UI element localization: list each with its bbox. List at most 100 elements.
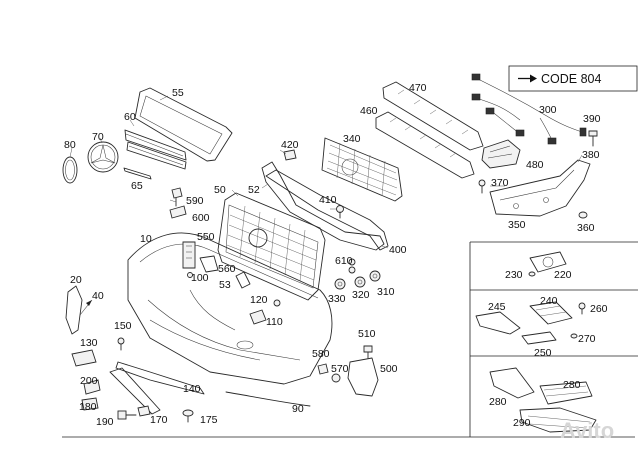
- clip-150: [117, 337, 125, 351]
- label-245: 245: [488, 301, 506, 313]
- leader-lines: [69, 95, 583, 249]
- label-240: 240: [540, 295, 558, 307]
- trim-strip-65: [123, 167, 152, 180]
- label-510: 510: [358, 328, 376, 340]
- clip-510: [363, 345, 373, 359]
- part-180: [81, 397, 99, 411]
- arrow-40: [79, 299, 93, 316]
- clip-410: [336, 205, 344, 219]
- label-53: 53: [219, 279, 231, 291]
- screw-260: [578, 302, 586, 315]
- cover-110: [249, 309, 267, 325]
- label-100: 100: [191, 272, 209, 284]
- label-310: 310: [377, 286, 395, 298]
- label-500: 500: [380, 363, 398, 375]
- clip-580: [317, 363, 329, 375]
- label-260: 260: [590, 303, 608, 315]
- label-10: 10: [140, 233, 152, 245]
- sensor-610: [348, 258, 356, 274]
- clip-360: [578, 211, 588, 219]
- label-55: 55: [172, 87, 184, 99]
- label-65: 65: [131, 180, 143, 192]
- clip-600: [169, 205, 187, 219]
- star-emblem-70: [87, 141, 119, 173]
- lower-spoiler-140: [109, 361, 205, 415]
- label-130: 130: [80, 337, 98, 349]
- label-590: 590: [186, 195, 204, 207]
- sport-grille-340: [321, 137, 403, 202]
- label-400: 400: [389, 244, 407, 256]
- trim-strip-90: [225, 391, 311, 407]
- cover-245: [475, 311, 521, 335]
- clip-100: [187, 272, 193, 278]
- label-570: 570: [331, 363, 349, 375]
- screw-190: [117, 410, 137, 420]
- clip-230: [528, 271, 536, 277]
- label-40: 40: [92, 290, 104, 302]
- upper-carrier-400: [265, 169, 389, 251]
- label-550: 550: [197, 231, 215, 243]
- emblem-80: [62, 156, 78, 184]
- label-250: 250: [534, 347, 552, 359]
- clip-420: [283, 149, 297, 161]
- bumper-cover-10: [127, 232, 333, 385]
- label-280-left: 280: [489, 396, 507, 408]
- label-470: 470: [409, 82, 427, 94]
- detail-panels: [469, 241, 638, 437]
- label-80: 80: [64, 139, 76, 151]
- label-190: 190: [96, 416, 114, 428]
- bracket-500: [347, 357, 379, 397]
- label-480: 480: [526, 159, 544, 171]
- label-360: 360: [577, 222, 595, 234]
- clip-175: [182, 409, 194, 423]
- label-170: 170: [150, 414, 168, 426]
- beam-470: [382, 81, 484, 151]
- label-560: 560: [218, 263, 236, 275]
- label-340: 340: [343, 133, 361, 145]
- label-52: 52: [248, 184, 260, 196]
- label-370: 370: [491, 177, 509, 189]
- side-bracket-20: [65, 285, 83, 335]
- grille-240: [529, 301, 573, 325]
- label-350: 350: [508, 219, 526, 231]
- label-230: 230: [505, 269, 523, 281]
- bracket-52: [261, 161, 385, 251]
- clip-270: [570, 333, 578, 339]
- arrow-right-icon: [518, 74, 537, 83]
- label-140: 140: [183, 383, 201, 395]
- bracket-130: [71, 349, 97, 367]
- insert-250: [521, 331, 557, 345]
- label-150: 150: [114, 320, 132, 332]
- label-290: 290: [513, 417, 531, 429]
- part-200: [83, 379, 101, 395]
- label-580: 580: [312, 348, 330, 360]
- sensor-310: [369, 270, 381, 282]
- grille-surround-55: [134, 87, 233, 162]
- grille-insert-60: [124, 129, 187, 170]
- mount-53: [235, 271, 251, 289]
- label-220: 220: [554, 269, 572, 281]
- screw-370: [478, 179, 486, 194]
- radar-bracket-560: [199, 255, 219, 273]
- label-600: 600: [192, 212, 210, 224]
- cover-280-left: [489, 367, 535, 399]
- label-330: 330: [328, 293, 346, 305]
- label-270: 270: [578, 333, 596, 345]
- label-60: 60: [124, 111, 136, 123]
- label-90: 90: [292, 403, 304, 415]
- label-300: 300: [539, 104, 557, 116]
- clip-590: [171, 187, 183, 207]
- label-410: 410: [319, 194, 337, 206]
- label-20: 20: [70, 274, 82, 286]
- side-bracket-350: [489, 159, 591, 217]
- label-280-right: 280: [563, 379, 581, 391]
- screw-390: [588, 130, 598, 147]
- clip-120: [273, 299, 281, 307]
- sensor-block-480: [481, 139, 521, 169]
- label-175: 175: [200, 414, 218, 426]
- cap-570: [331, 373, 341, 383]
- radar-module-550: [182, 241, 196, 269]
- label-460: 460: [360, 105, 378, 117]
- label-200: 200: [80, 375, 98, 387]
